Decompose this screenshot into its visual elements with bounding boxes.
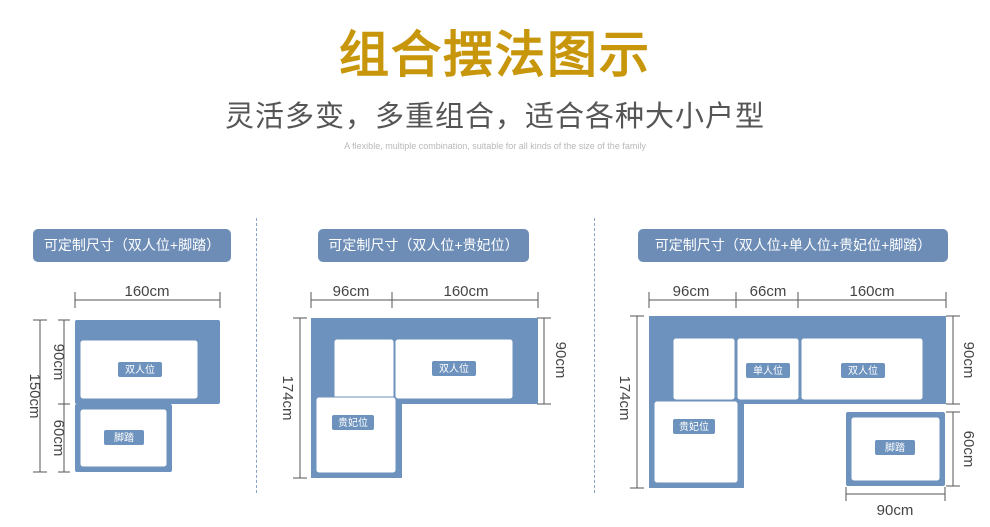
dim-total-height: 174cm — [616, 375, 633, 420]
dim-sofa-height: 90cm — [960, 342, 977, 379]
sofa-label: 双人位 — [125, 363, 155, 376]
dim-ottoman-width: 90cm — [877, 502, 914, 519]
single-label: 单人位 — [753, 364, 783, 377]
layout-2-caption: 可定制尺寸（双人位+贵妃位） — [318, 229, 529, 262]
chaise-back-cushion — [333, 338, 395, 400]
sofa-tag — [118, 362, 162, 377]
layout-1-diagram: 160cm 150cm 90cm 60cm 双人位 脚踏 — [26, 283, 221, 473]
chaise-seat-cushion — [653, 400, 739, 484]
layout-3-diagram: 96cm 66cm 160cm 174cm 90cm 60cm 90cm — [616, 283, 977, 519]
sofa-tag — [432, 361, 476, 376]
sofa-label: 双人位 — [848, 364, 878, 377]
main-title: 组合摆法图示 — [339, 27, 651, 83]
layout-2-diagram: 96cm 160cm 174cm 90cm 贵妃位 双人位 — [279, 283, 569, 479]
sofa-label: 双人位 — [439, 362, 469, 375]
chaise-tag — [673, 419, 715, 434]
divider-right — [594, 218, 595, 493]
ottoman-tag — [875, 440, 915, 455]
dim-chaise-width: 96cm — [673, 283, 710, 300]
dim-chaise-width: 96cm — [333, 283, 370, 300]
dim-total-height: 174cm — [279, 375, 296, 420]
layout-3-caption: 可定制尺寸（双人位+单人位+贵妃位+脚踏） — [638, 229, 948, 262]
single-tag — [746, 363, 790, 378]
dim-sofa-width: 160cm — [849, 283, 894, 300]
divider-left — [256, 218, 257, 493]
sofa-tag — [841, 363, 885, 378]
chaise-back-cushion — [672, 337, 736, 401]
dim-sofa-height: 90cm — [552, 342, 569, 379]
ottoman-label: 脚踏 — [885, 441, 905, 454]
subtitle: 灵活多变，多重组合，适合各种大小户型 — [224, 101, 765, 133]
chaise-label: 贵妃位 — [338, 416, 368, 429]
ottoman-label: 脚踏 — [114, 431, 134, 444]
dim-top-width: 160cm — [124, 283, 169, 300]
dim-upper-height: 90cm — [50, 344, 67, 381]
chaise-tag — [332, 415, 374, 430]
dim-lower-height: 60cm — [50, 420, 67, 457]
dim-single-width: 66cm — [750, 283, 787, 300]
chaise-label: 贵妃位 — [679, 420, 709, 433]
dim-sofa-width: 160cm — [443, 283, 488, 300]
chaise-seat-cushion — [315, 396, 397, 474]
dim-total-height: 150cm — [26, 373, 43, 418]
english-tagline: A flexible, multiple combination, suitab… — [344, 141, 646, 151]
dim-ottoman-height: 60cm — [960, 431, 977, 468]
ottoman-tag — [104, 430, 144, 445]
layout-1-caption: 可定制尺寸（双人位+脚踏） — [33, 229, 231, 262]
